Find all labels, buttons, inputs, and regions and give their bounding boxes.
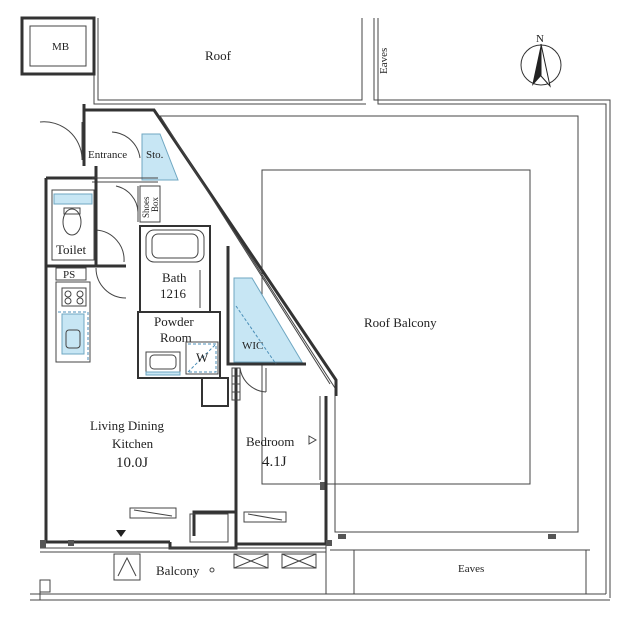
- roof-balcony: Roof Balcony: [159, 115, 579, 539]
- walk-in-closet: WIC: [226, 246, 306, 393]
- pillar-mark: [40, 540, 46, 548]
- ldk-label-1: Living Dining: [90, 418, 165, 433]
- powder-room-label-1: Powder: [154, 314, 194, 329]
- shoes-box-label-1: Shoes: [141, 196, 151, 218]
- bath-label: Bath: [162, 270, 187, 285]
- pipe-space: PS: [55, 267, 87, 281]
- entrance-label: Entrance: [88, 149, 127, 161]
- powder-room-label-2: Room: [160, 330, 192, 345]
- meter-box: MB: [20, 16, 96, 76]
- entrance: Entrance Sto.: [39, 121, 179, 183]
- eaves-bottom-label: Eaves: [458, 563, 484, 575]
- eaves-bottom: Eaves: [330, 549, 590, 594]
- ac-units: [129, 507, 287, 523]
- mb-label: MB: [52, 41, 69, 53]
- roof-outline: [30, 18, 611, 601]
- bedroom-label: Bedroom: [246, 434, 294, 449]
- toilet-label: Toilet: [56, 242, 87, 257]
- roof-label: Roof: [205, 48, 232, 63]
- eaves-top-label: Eaves: [378, 48, 390, 74]
- washer-label: W: [196, 350, 209, 365]
- powder-room: Powder Room W: [137, 311, 229, 407]
- balcony: Balcony: [39, 544, 327, 600]
- pillar-mark: [68, 540, 74, 546]
- roof-balcony-label: Roof Balcony: [364, 315, 437, 330]
- shoes-box-label-2: Box: [150, 196, 160, 212]
- north-arrow-icon: N: [520, 33, 562, 88]
- bath-size-label: 1216: [160, 286, 187, 301]
- storage-label: Sto.: [146, 149, 164, 161]
- kitchen-counter: [55, 267, 127, 363]
- pillar-mark: [326, 540, 332, 546]
- balcony-door: [116, 510, 238, 550]
- north-label: N: [536, 33, 544, 45]
- bedroom-size-label: 4.1J: [262, 454, 287, 470]
- balcony-label: Balcony: [156, 563, 200, 578]
- ldk-label-2: Kitchen: [112, 436, 154, 451]
- ps-label: PS: [63, 269, 75, 281]
- toilet-room: Toilet: [46, 178, 126, 268]
- wic-label: WIC: [242, 340, 263, 352]
- shoes-box: Shoes Box: [115, 185, 161, 223]
- ldk-size-label: 10.0J: [116, 455, 148, 471]
- bath-room: Bath 1216: [139, 225, 211, 313]
- bedroom-marker-icon: [308, 435, 318, 445]
